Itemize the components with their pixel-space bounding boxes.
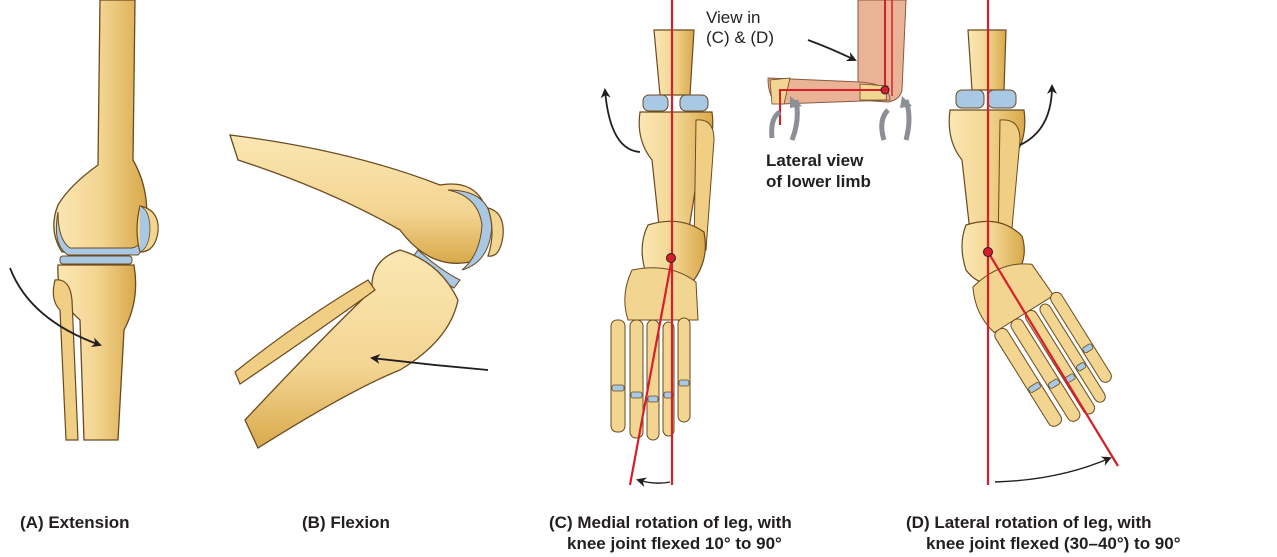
lateral-view-label: Lateral view of lower limb: [766, 150, 871, 192]
caption-lateral-rotation-line1: (D) Lateral rotation of leg, with: [906, 512, 1181, 533]
medial-rotation-arrow-bottom: [638, 480, 670, 483]
view-label: View in (C) & (D): [706, 8, 774, 48]
flexion-knee-figure: [230, 135, 503, 448]
femur-a: [54, 0, 147, 252]
lateral-view-label-line2: of lower limb: [766, 171, 871, 192]
caption-extension: (A) Extension: [20, 512, 130, 533]
lateral-view-label-line1: Lateral view: [766, 150, 871, 171]
view-label-line1: View in: [706, 8, 774, 28]
caption-lateral-rotation-line2: knee joint flexed (30–40°) to 90°: [906, 533, 1181, 554]
medial-rotation-figure: [605, 0, 714, 485]
medial-rotation-arrow-top: [605, 90, 640, 152]
caption-lateral-rotation: (D) Lateral rotation of leg, with knee j…: [906, 512, 1181, 554]
lateral-rotation-arrow-bottom: [995, 458, 1110, 482]
caption-medial-rotation-line2: knee joint flexed 10° to 90°: [549, 533, 792, 554]
view-label-line2: (C) & (D): [706, 28, 774, 48]
lateral-view-inset: [768, 0, 912, 140]
caption-medial-rotation-line1: (C) Medial rotation of leg, with: [549, 512, 792, 533]
caption-medial-rotation: (C) Medial rotation of leg, with knee jo…: [549, 512, 792, 554]
caption-flexion: (B) Flexion: [302, 512, 390, 533]
view-pointer-arrow: [808, 40, 855, 60]
extension-knee-figure: [10, 0, 158, 440]
femur-b: [230, 135, 489, 263]
lateral-rotation-figure: [949, 0, 1123, 485]
